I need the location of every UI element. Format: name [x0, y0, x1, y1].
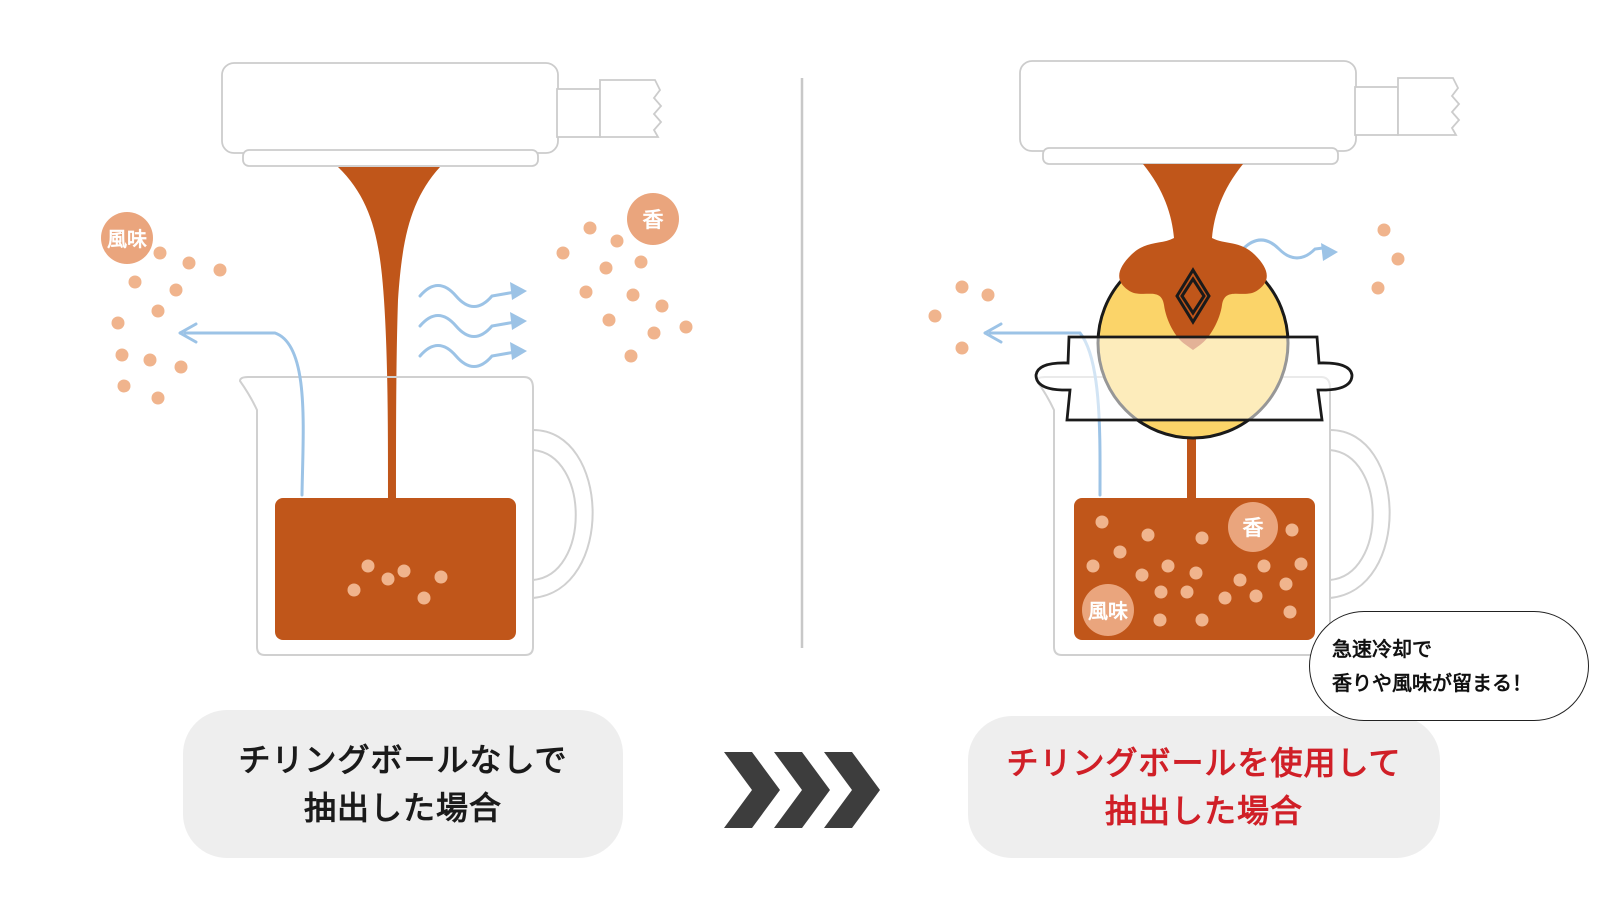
- left-jug-coffee: [275, 498, 516, 640]
- left-airflow-arrows: [178, 284, 517, 497]
- left-airflow-heads: [510, 282, 527, 360]
- right-machine: [1019, 60, 1461, 165]
- right-aroma-badge: 香: [1228, 502, 1278, 552]
- caption-without-chilling-ball: チリングボールなしで 抽出した場合: [183, 710, 623, 858]
- caption-left-line1: チリングボールなしで: [238, 741, 568, 779]
- ball-holder: [1034, 335, 1354, 422]
- left-coffee-stream: [338, 167, 440, 500]
- left-escaping-aroma-particles: [556, 221, 693, 363]
- double-diamond-icon: [1175, 267, 1211, 325]
- right-flavor-label: 風味: [1088, 599, 1128, 623]
- caption-right-line1: チリングボールを使用して: [1006, 744, 1402, 782]
- left-aroma-badge: 香: [627, 193, 679, 245]
- ball-coffee-splash: [1119, 164, 1267, 350]
- left-machine: [221, 62, 663, 167]
- right-retained-particles: [1086, 515, 1308, 627]
- bubble-line1: 急速冷却で: [1332, 637, 1432, 661]
- right-drip-stream: [1187, 420, 1196, 500]
- caption-right-line2: 抽出した場合: [1104, 792, 1303, 830]
- left-aroma-label: 香: [643, 208, 665, 232]
- chilling-ball: [1034, 164, 1354, 440]
- right-flavor-badge: 風味: [1082, 584, 1134, 636]
- right-aroma-label: 香: [1243, 516, 1265, 540]
- right-scene: 香 風味: [928, 60, 1461, 656]
- left-jug-particles: [347, 559, 448, 605]
- left-flavor-badge: 風味: [101, 212, 153, 264]
- speech-bubble: 急速冷却で 香りや風味が留まる！: [1309, 611, 1589, 721]
- left-flavor-label: 風味: [107, 227, 147, 251]
- caption-left-line2: 抽出した場合: [303, 789, 502, 827]
- left-escaping-flavor-particles: [111, 246, 227, 405]
- triple-chevron-right-icon: [724, 752, 880, 828]
- left-jug: [238, 376, 594, 656]
- bubble-line2: 香りや風味が留まる！: [1332, 671, 1532, 695]
- right-escaping-particles: [928, 223, 1405, 355]
- caption-with-chilling-ball: チリングボールを使用して 抽出した場合: [968, 716, 1440, 858]
- left-scene: 風味 香: [101, 62, 693, 656]
- right-airflow-head: [1321, 243, 1338, 261]
